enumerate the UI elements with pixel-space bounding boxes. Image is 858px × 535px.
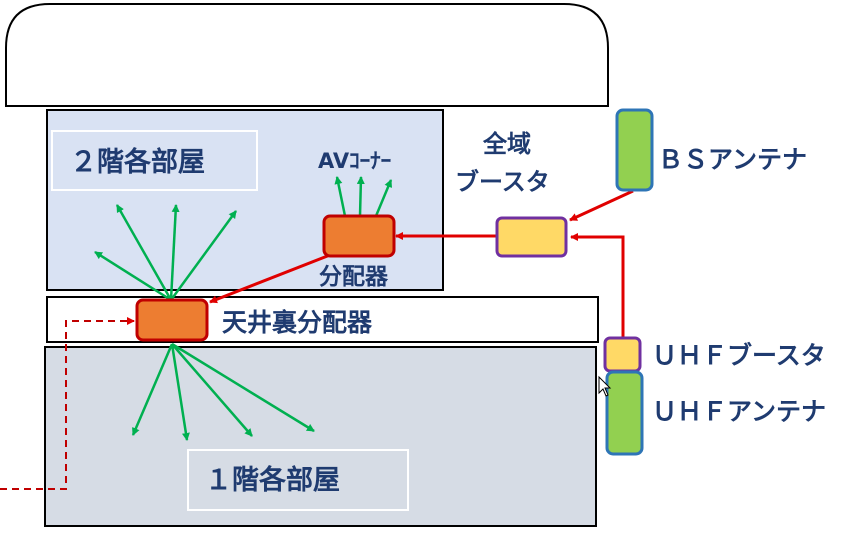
signal-line-bs-to-booster [569, 189, 634, 222]
dashed-cable [0, 317, 135, 490]
room-1f-label: １階各部屋 [205, 464, 340, 496]
signal-line-splitter-to-attic [209, 253, 331, 304]
cursor-icon [598, 375, 612, 397]
uhf-antenna [605, 370, 644, 456]
attic-splitter-label: 天井裏分配器 [222, 308, 373, 337]
uhf-antenna-label: ＵＨＦアンテナ [652, 397, 826, 426]
room-1f-line [170, 343, 190, 441]
room-2f-line [169, 210, 238, 301]
room-1f-box [187, 449, 409, 511]
room-1f-line [131, 343, 174, 436]
room-2f-box [51, 130, 258, 191]
room-2f-label: ２階各部屋 [70, 146, 205, 178]
bs-antenna [615, 108, 654, 192]
av-output-line [356, 176, 365, 217]
room-2f-line [94, 250, 172, 302]
uhf-booster [603, 336, 642, 373]
av-output-line [334, 176, 347, 217]
av-output-line [374, 179, 393, 217]
room-2f-line [115, 204, 173, 301]
booster-label-line1: 全域 [482, 130, 531, 158]
signal-line-uhf-to-booster [570, 233, 625, 337]
uhf-booster-label: ＵＨＦブースタ [652, 341, 826, 370]
av-corner-label: AVｺｰﾅｰ [318, 149, 391, 173]
room-1f-line [171, 342, 315, 433]
room-2f-line [169, 204, 180, 301]
full-range-booster [495, 216, 568, 258]
roof [5, 3, 609, 107]
attic-splitter [135, 298, 209, 342]
splitter-label: 分配器 [319, 264, 389, 290]
bs-antenna-label: ＢＳアンテナ [658, 145, 807, 174]
booster-label-line2: ブースタ [455, 168, 550, 196]
av-splitter [322, 214, 396, 258]
room-1f-line [171, 343, 253, 437]
